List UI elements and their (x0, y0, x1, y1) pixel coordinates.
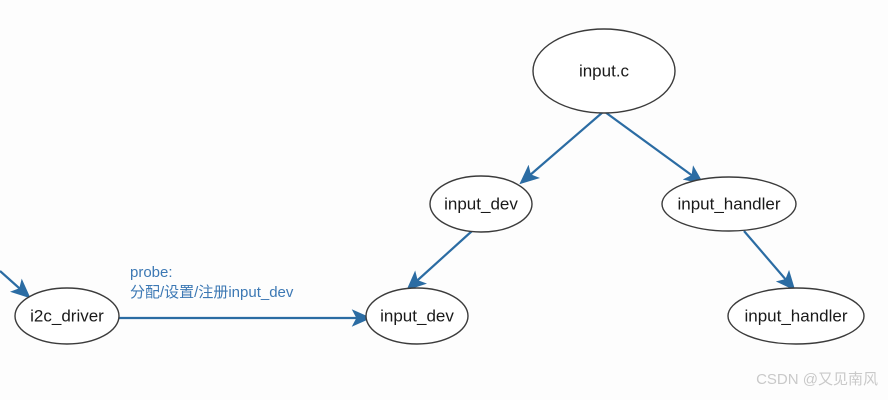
node-input-dev-bottom-ellipse[interactable] (365, 287, 469, 345)
edge-inputdev-to-inputdev-line (406, 230, 473, 291)
probe-label-line1: probe: (130, 264, 173, 281)
edge-external-to-i2cdriver-line (0, 270, 31, 299)
node-input-dev-mid[interactable]: input_dev (429, 175, 533, 233)
edge-inputc-to-inputdev (519, 111, 604, 185)
probe-label: probe: 分配/设置/注册input_dev (130, 264, 294, 301)
edges-group (0, 111, 796, 327)
node-input-handler-bottom[interactable]: input_handler (727, 287, 865, 345)
node-input-dev-mid-label: input_dev (444, 194, 518, 213)
node-input-handler-mid[interactable]: input_handler (661, 176, 797, 232)
node-input-dev-bottom[interactable]: input_dev (365, 287, 469, 345)
probe-label-line2: 分配/设置/注册input_dev (130, 284, 294, 301)
node-input-c[interactable]: input.c (532, 28, 676, 114)
edge-inputdev-to-inputdev (406, 230, 473, 291)
node-input-handler-bottom-label: input_handler (744, 306, 847, 325)
node-input-dev-mid-ellipse[interactable] (429, 175, 533, 233)
edge-handler-to-handler-line (743, 230, 796, 291)
csdn-watermark: CSDN @又见南风 (756, 371, 878, 388)
edge-handler-to-handler (743, 230, 796, 291)
node-i2c-driver-label: i2c_driver (30, 306, 104, 325)
node-i2c-driver[interactable]: i2c_driver (14, 287, 120, 345)
node-input-dev-bottom-label: input_dev (380, 306, 454, 325)
node-input-handler-mid-ellipse[interactable] (661, 176, 797, 232)
node-input-c-label: input.c (579, 61, 630, 80)
edge-inputc-to-inputhandler-line (604, 111, 704, 185)
node-input-handler-mid-label: input_handler (677, 194, 780, 213)
edge-labels-group: probe: 分配/设置/注册input_dev (130, 264, 294, 301)
node-i2c-driver-ellipse[interactable] (14, 287, 120, 345)
edge-inputc-to-inputhandler (604, 111, 704, 185)
node-input-handler-bottom-ellipse[interactable] (727, 287, 865, 345)
edge-external-to-i2cdriver (0, 270, 31, 299)
edge-inputc-to-inputdev-line (519, 111, 604, 185)
node-input-c-ellipse[interactable] (532, 28, 676, 114)
